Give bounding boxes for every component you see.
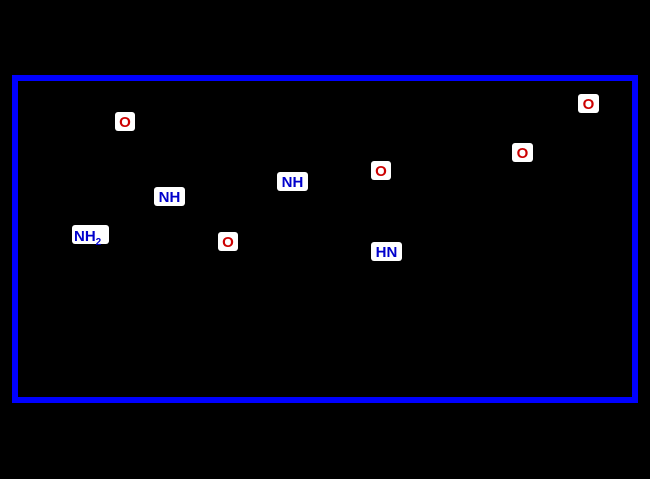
atom-oxygen-3-bg xyxy=(371,161,391,180)
atom-oxygen-1-bg xyxy=(115,112,135,131)
atom-amide-nh-2[interactable]: NH xyxy=(277,172,308,191)
selection-frame xyxy=(12,75,638,403)
atom-oxygen-5-label: O xyxy=(583,96,595,113)
atom-amide-nh-1-label: NH xyxy=(159,189,181,206)
atom-oxygen-5[interactable]: O xyxy=(578,94,599,113)
atom-amide-nh-1-bg xyxy=(154,187,185,206)
atom-oxygen-2-bg xyxy=(218,232,238,251)
atom-amine-main: NH xyxy=(74,228,96,245)
atom-oxygen-2-label: O xyxy=(222,234,234,251)
atom-oxygen-4-label: O xyxy=(517,145,529,162)
atom-amine[interactable]: NH2 xyxy=(72,225,109,248)
atom-oxygen-3-label: O xyxy=(375,163,387,180)
atom-oxygen-1-label: O xyxy=(119,114,131,131)
atom-amine-bg xyxy=(72,225,109,244)
atom-amide-hn[interactable]: HN xyxy=(371,242,402,261)
atom-amide-hn-bg xyxy=(371,242,402,261)
atom-oxygen-2[interactable]: O xyxy=(218,232,238,251)
atom-oxygen-3[interactable]: O xyxy=(371,161,391,180)
atom-amide-nh-1[interactable]: NH xyxy=(154,187,185,206)
atom-amide-nh-2-label: NH xyxy=(282,174,304,191)
atom-amide-hn-label: HN xyxy=(376,244,398,261)
svg-text:NH2: NH2 xyxy=(74,228,102,248)
atom-oxygen-4[interactable]: O xyxy=(512,143,533,162)
atom-oxygen-4-bg xyxy=(512,143,533,162)
atom-amide-nh-2-bg xyxy=(277,172,308,191)
atom-amine-sub: 2 xyxy=(96,237,102,248)
atom-oxygen-1[interactable]: O xyxy=(115,112,135,131)
atom-oxygen-5-bg xyxy=(578,94,599,113)
